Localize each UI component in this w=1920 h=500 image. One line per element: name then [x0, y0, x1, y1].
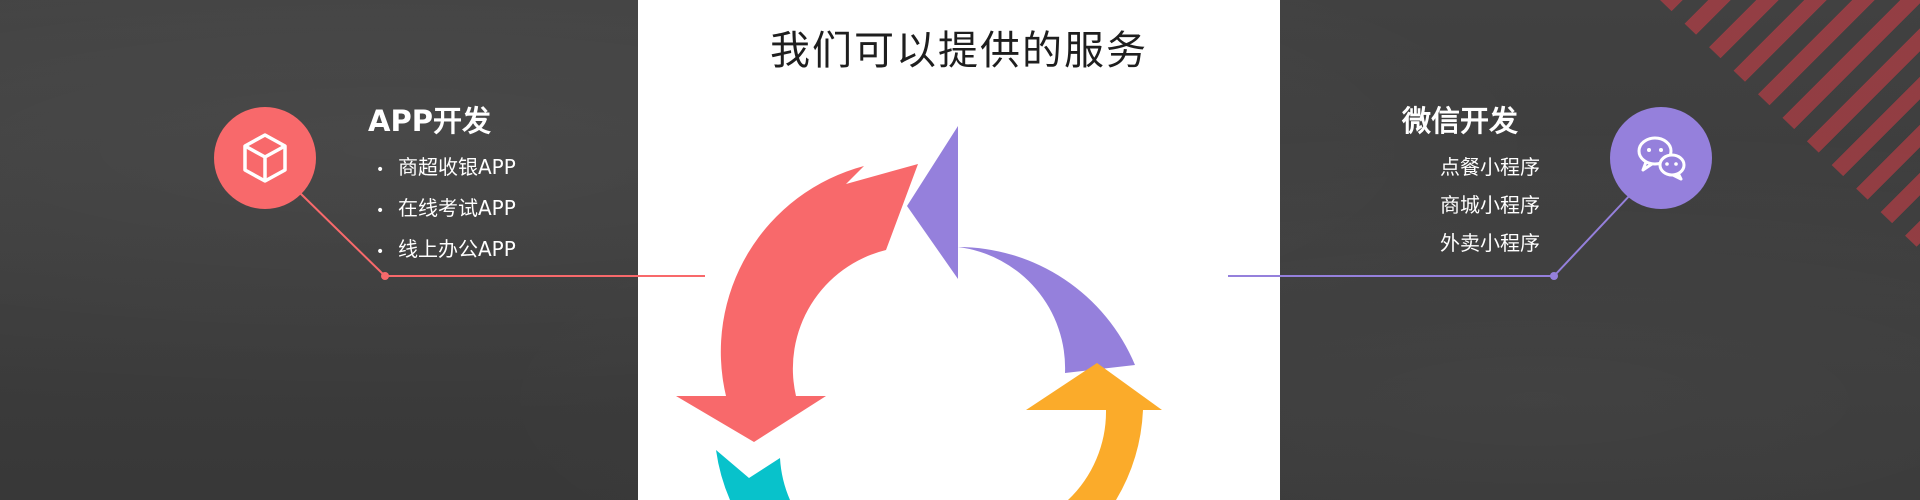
wechat-icon — [1637, 136, 1686, 181]
cycle-arrow-orange — [1026, 363, 1162, 500]
cycle-arrow-purple — [907, 126, 1135, 373]
list-item: 外卖小程序 — [1440, 231, 1540, 255]
cycle-arrow-teal — [716, 450, 790, 500]
cycle-diagram — [676, 126, 1162, 500]
wechat-service-icon — [1610, 107, 1712, 209]
connector-left-dot — [381, 272, 389, 280]
connector-right-dot — [1550, 272, 1558, 280]
cube-icon — [243, 133, 287, 183]
list-item: 商城小程序 — [1440, 193, 1540, 217]
list-item: 线上办公APP — [398, 230, 516, 271]
list-item: 在线考试APP — [398, 189, 516, 230]
app-service-icon — [214, 107, 316, 209]
list-item: 商超收银APP — [398, 148, 516, 189]
cycle-arrow-red — [676, 164, 918, 442]
app-service-list: 商超收银APP 在线考试APP 线上办公APP — [398, 148, 516, 271]
list-item: 点餐小程序 — [1440, 155, 1540, 179]
wechat-service-list: 点餐小程序 商城小程序 外卖小程序 — [1440, 148, 1540, 262]
app-service-title: APP开发 — [368, 104, 491, 138]
wechat-service-title: 微信开发 — [1401, 104, 1518, 138]
page-title: 我们可以提供的服务 — [770, 28, 1148, 74]
